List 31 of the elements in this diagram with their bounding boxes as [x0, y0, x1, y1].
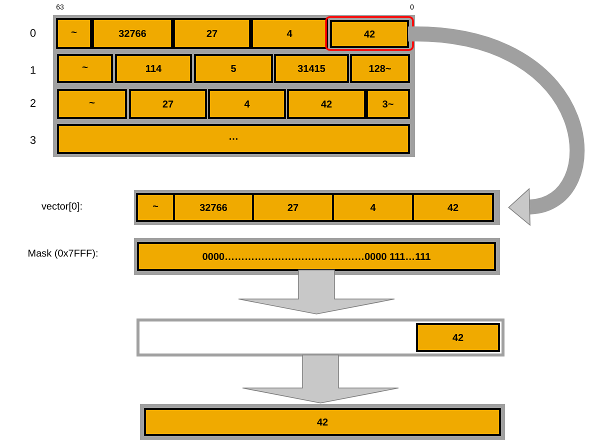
row-label: Mask (0x7FFF): [28, 249, 98, 259]
value-cell: 42 [416, 323, 500, 352]
value-cell: 42 [144, 408, 501, 436]
value-cell: 4 [251, 18, 328, 49]
value-cell: ~ [57, 54, 113, 83]
block-arrow [238, 270, 395, 314]
row-index: 0 [30, 29, 36, 37]
value-cell: 42 [287, 89, 366, 119]
value-cell: 42 [330, 20, 409, 48]
value-cell: ~ [57, 89, 127, 119]
value-cell: 114 [115, 54, 192, 83]
value-cell: ~ [136, 193, 175, 222]
value-cell: 4 [208, 89, 286, 119]
value-cell: 3~ [366, 89, 410, 119]
value-cell: 27 [252, 193, 334, 222]
row-index: 2 [30, 99, 36, 107]
row-index: 3 [30, 136, 36, 144]
value-cell: 42 [412, 193, 494, 222]
value-cell: 31415 [274, 54, 349, 83]
value-cell: … [57, 124, 410, 154]
value-cell: 4 [332, 193, 414, 222]
block-arrow [242, 354, 399, 404]
value-cell: 0000……………………………………0000 111…111 [137, 242, 496, 271]
value-cell: 27 [173, 18, 251, 49]
value-cell: 27 [129, 89, 207, 119]
row-index: 1 [30, 66, 36, 74]
value-cell: 128~ [350, 54, 410, 83]
block-arrow [408, 26, 584, 226]
value-cell: 5 [194, 54, 273, 83]
row-label: vector[0]: [41, 202, 82, 212]
value-cell: ~ [56, 18, 92, 49]
